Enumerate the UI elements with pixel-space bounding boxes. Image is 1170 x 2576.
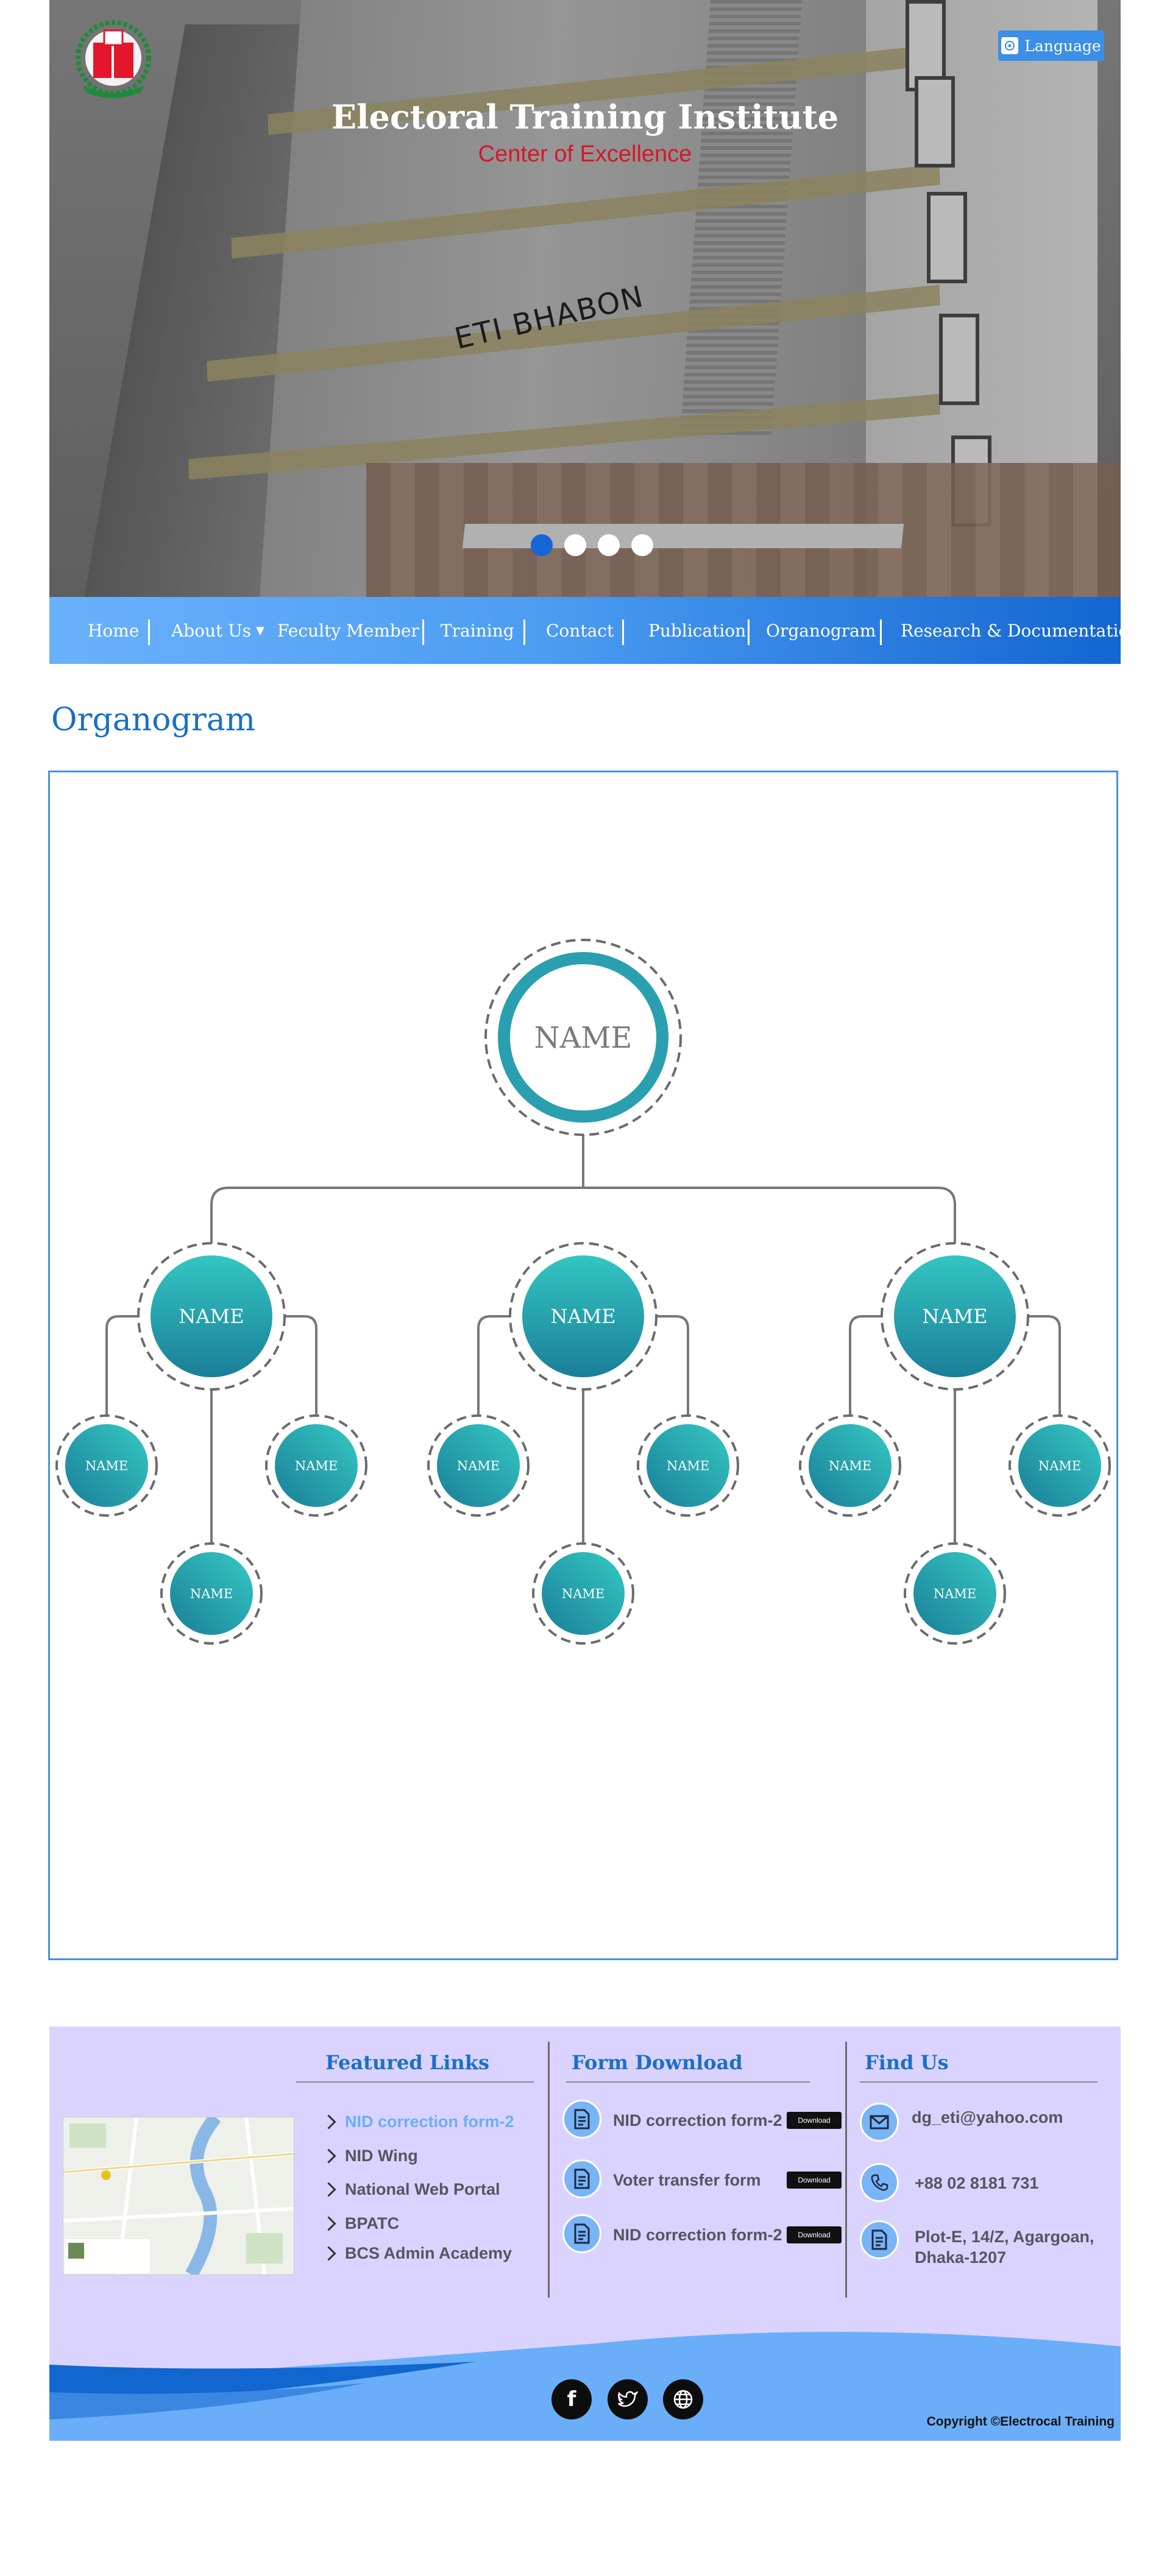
org-level3-node-2-1-label: NAME <box>457 1458 500 1473</box>
org-level3-node-1-3[interactable]: NAME <box>160 1542 263 1645</box>
form-download-heading: Form Download <box>572 2051 743 2074</box>
org-level3-node-1-3-label: NAME <box>190 1586 233 1601</box>
org-root-node[interactable]: NAME <box>484 939 682 1136</box>
address-line-1: Plot-E, 14/Z, Agargoan, <box>915 2228 1094 2246</box>
address-line-2: Dhaka-1207 <box>915 2248 1007 2267</box>
org-level2-node-3-label: NAME <box>922 1305 987 1328</box>
download-button-3[interactable]: Download <box>787 2226 842 2243</box>
form-item-3[interactable]: NID correction form-2 <box>613 2226 782 2244</box>
featured-link-4[interactable]: BPATC <box>321 2214 399 2233</box>
chevron-right-icon <box>321 2182 336 2197</box>
org-level3-node-2-3-label: NAME <box>562 1586 604 1601</box>
contact-email[interactable]: dg_eti@yahoo.com <box>912 2108 1063 2126</box>
download-button-2[interactable]: Download <box>787 2172 842 2189</box>
org-level3-node-1-1[interactable]: NAME <box>55 1414 158 1517</box>
chevron-down-icon: ▼ <box>256 624 264 637</box>
slider-dot-2[interactable] <box>564 534 586 556</box>
election-commission-logo[interactable] <box>74 18 153 101</box>
org-level3-node-1-1-label: NAME <box>85 1458 128 1473</box>
nav-home[interactable]: Home <box>88 620 140 641</box>
featured-links-heading: Featured Links <box>325 2051 489 2074</box>
form-item-1[interactable]: NID correction form-2 <box>613 2111 782 2130</box>
find-us-heading: Find Us <box>865 2051 949 2074</box>
chevron-right-icon <box>321 2114 336 2130</box>
form-item-2[interactable]: Voter transfer form <box>613 2171 761 2189</box>
facebook-icon[interactable]: f <box>551 2379 592 2419</box>
featured-link-3[interactable]: National Web Portal <box>321 2180 500 2199</box>
org-level3-node-3-3[interactable]: NAME <box>904 1542 1006 1645</box>
site-title: Electoral Training Institute <box>331 97 839 136</box>
org-level2-node-3[interactable]: NAME <box>881 1242 1029 1391</box>
language-label: Language <box>1024 37 1101 55</box>
org-level2-node-1[interactable]: NAME <box>137 1242 286 1391</box>
nav-training[interactable]: Training <box>441 620 514 641</box>
site-subtitle: Center of Excellence <box>478 141 692 167</box>
contact-phone[interactable]: +88 02 8181 731 <box>915 2174 1039 2192</box>
org-level3-node-2-1[interactable]: NAME <box>427 1414 530 1517</box>
nav-organogram[interactable]: Organogram <box>766 620 876 641</box>
org-level3-node-1-2[interactable]: NAME <box>265 1414 367 1517</box>
page-title: Organogram <box>51 702 256 738</box>
footer: Featured Links NID correction form-2 NID… <box>49 2027 1121 2441</box>
org-level2-node-1-label: NAME <box>179 1305 244 1328</box>
slider-dot-1[interactable] <box>531 534 553 556</box>
twitter-icon[interactable] <box>608 2379 648 2419</box>
slider-dot-4[interactable] <box>631 534 653 556</box>
email-icon <box>860 2103 899 2142</box>
featured-link-1[interactable]: NID correction form-2 <box>321 2112 514 2131</box>
document-icon <box>562 2159 601 2198</box>
nav-research-documentation[interactable]: Research & Documentation <box>901 620 1140 641</box>
main-nav: Home About Us ▼ Feculty Member Training … <box>49 597 1140 664</box>
org-level3-node-3-1[interactable]: NAME <box>799 1414 901 1517</box>
organogram-frame: NAME NAME NAME NAME NAME NAME NAME NAME NAME NAME… <box>48 771 1118 1960</box>
phone-icon <box>860 2163 899 2202</box>
hero-banner: ETI BHABON Electoral Training Institute … <box>49 0 1121 597</box>
nav-publication[interactable]: Publication <box>648 620 746 641</box>
org-level3-node-1-2-label: NAME <box>295 1458 338 1473</box>
org-level2-node-2[interactable]: NAME <box>509 1242 658 1391</box>
chevron-right-icon <box>321 2148 336 2164</box>
contact-address: Plot-E, 14/Z, Agargoan, Dhaka-1207 <box>915 2226 1094 2268</box>
featured-link-4-label: BPATC <box>345 2214 399 2232</box>
org-level3-node-3-1-label: NAME <box>829 1458 871 1473</box>
featured-link-2[interactable]: NID Wing <box>321 2147 418 2165</box>
translate-icon <box>1001 37 1019 54</box>
copyright-text: Copyright ©Electrocal Training <box>926 2415 1115 2429</box>
nav-about-us-label: About Us <box>171 620 252 641</box>
org-level3-node-3-2-label: NAME <box>1038 1458 1081 1473</box>
address-icon <box>860 2220 899 2259</box>
nav-faculty-member[interactable]: Feculty Member <box>277 620 419 641</box>
featured-link-1-label: NID correction form-2 <box>345 2112 514 2131</box>
document-icon <box>562 2100 601 2139</box>
chevron-right-icon <box>321 2246 336 2261</box>
org-level3-node-2-2[interactable]: NAME <box>637 1414 739 1517</box>
organogram-chart: NAME NAME NAME NAME NAME NAME NAME NAME NAME NAME… <box>55 939 1111 1645</box>
org-level3-node-2-3[interactable]: NAME <box>532 1542 634 1645</box>
document-icon <box>562 2214 601 2253</box>
nav-about-us[interactable]: About Us ▼ <box>171 597 264 664</box>
featured-link-3-label: National Web Portal <box>345 2180 500 2198</box>
org-level2-node-2-label: NAME <box>550 1305 615 1328</box>
language-button[interactable]: Language <box>998 30 1104 61</box>
featured-link-5-label: BCS Admin Academy <box>345 2244 512 2262</box>
download-button-1[interactable]: Download <box>787 2112 842 2129</box>
org-level3-node-3-2[interactable]: NAME <box>1009 1414 1111 1517</box>
location-map[interactable] <box>63 2117 294 2275</box>
org-level3-node-2-2-label: NAME <box>667 1458 709 1473</box>
chevron-right-icon <box>321 2216 336 2231</box>
nav-contact[interactable]: Contact <box>546 620 614 641</box>
globe-icon[interactable] <box>663 2379 703 2419</box>
featured-link-5[interactable]: BCS Admin Academy <box>321 2244 512 2263</box>
org-level3-node-3-3-label: NAME <box>934 1586 976 1601</box>
org-root-label: NAME <box>534 1021 633 1055</box>
slider-dot-3[interactable] <box>598 534 620 556</box>
featured-link-2-label: NID Wing <box>345 2147 418 2165</box>
